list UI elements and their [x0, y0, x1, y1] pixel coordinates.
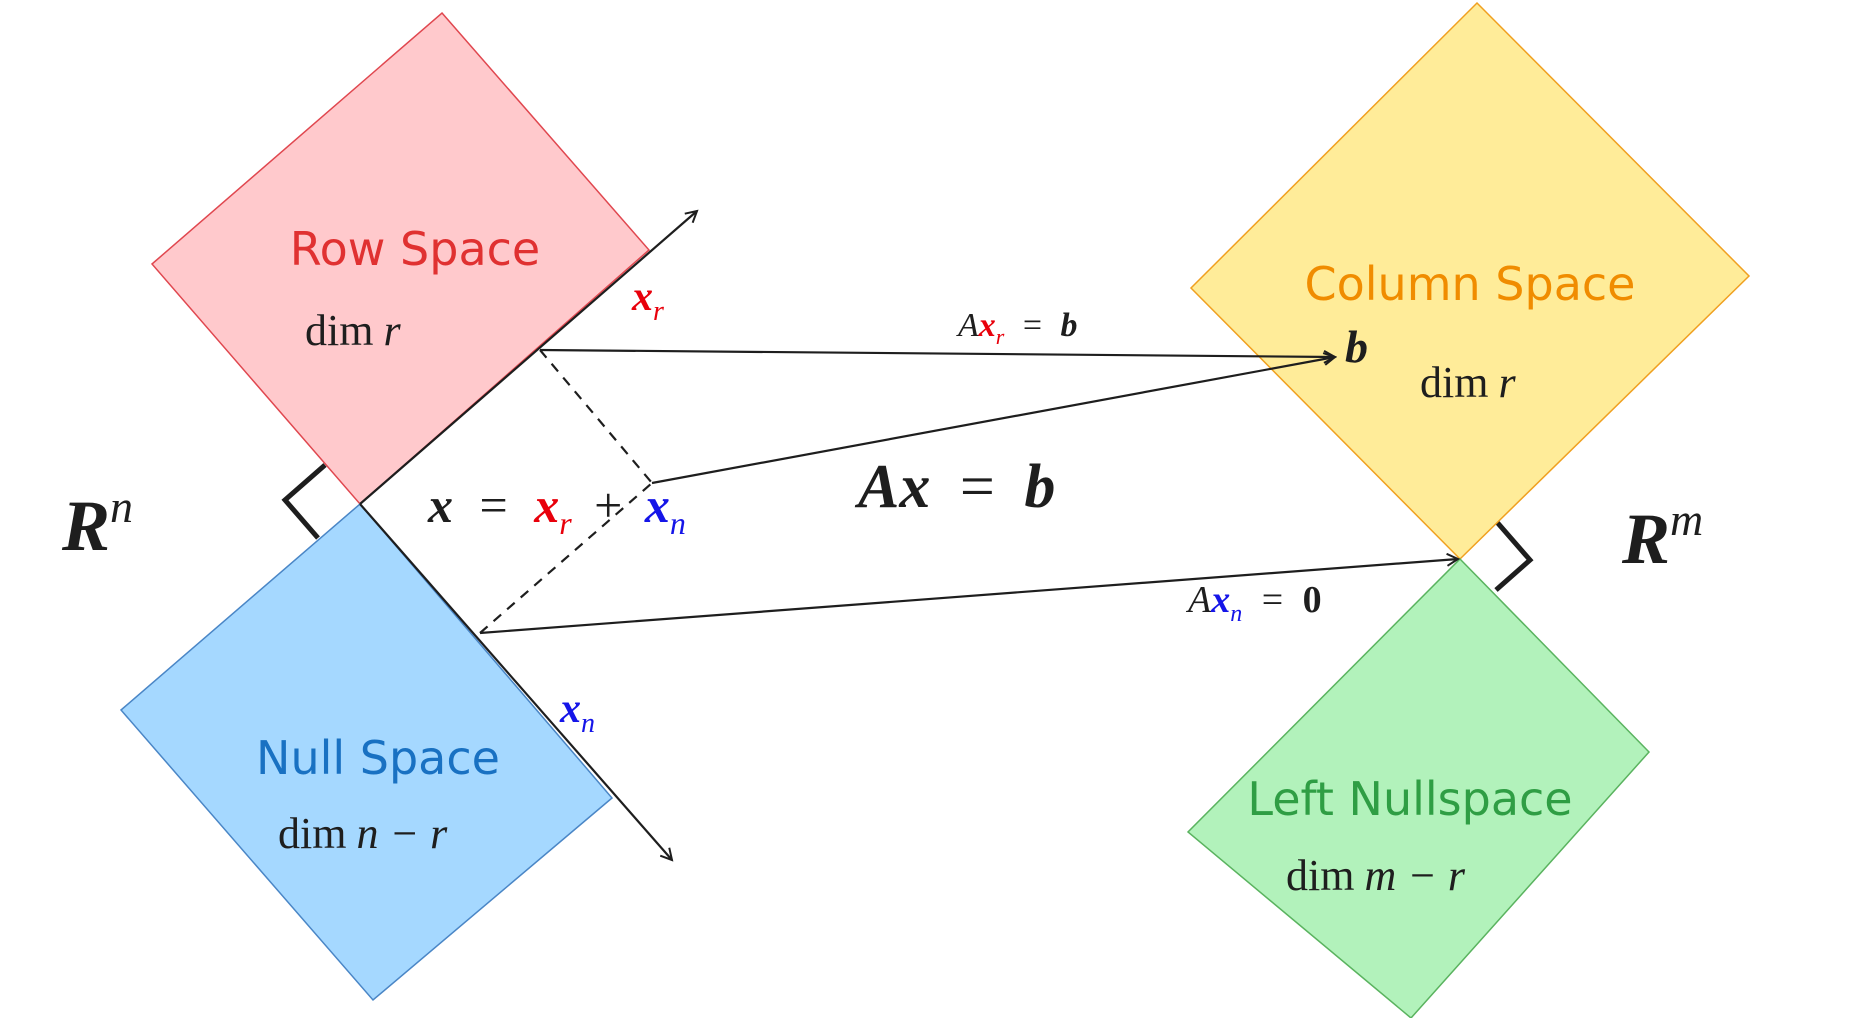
- arrow-x-to-b: [651, 357, 1335, 485]
- row-space-axis-arrow: [359, 211, 697, 505]
- dashed-guide-2: [479, 482, 653, 634]
- row-mapping-equation: Axr = b: [956, 307, 1078, 352]
- left-nullspace-title: Left Nullspace: [1247, 772, 1572, 826]
- right-angle-left-icon: [281, 463, 327, 540]
- null-space-axis-arrow: [359, 503, 672, 860]
- arrow-xr-to-b: [539, 348, 1335, 357]
- null-space-shape: [119, 502, 614, 1002]
- decomposition-equation: x = xr + xn: [427, 477, 686, 545]
- b-vector-label: b: [1345, 321, 1368, 372]
- row-space-title: Row Space: [290, 222, 540, 276]
- null-space-title: Null Space: [256, 731, 500, 785]
- left-nullspace-shape: [1186, 557, 1651, 1018]
- column-space-title: Column Space: [1305, 257, 1636, 311]
- main-equation: Ax = b: [854, 453, 1055, 521]
- codomain-label: Rm: [1621, 494, 1703, 579]
- arrow-xn-to-zero: [479, 559, 1458, 635]
- right-angle-right-icon: [1494, 519, 1534, 592]
- dashed-guide-1: [539, 349, 653, 484]
- xn-axis-label: xn: [559, 686, 595, 739]
- xr-axis-label: xr: [631, 274, 664, 327]
- null-mapping-equation: Axn = 0: [1185, 579, 1322, 630]
- domain-label: Rn: [61, 481, 133, 566]
